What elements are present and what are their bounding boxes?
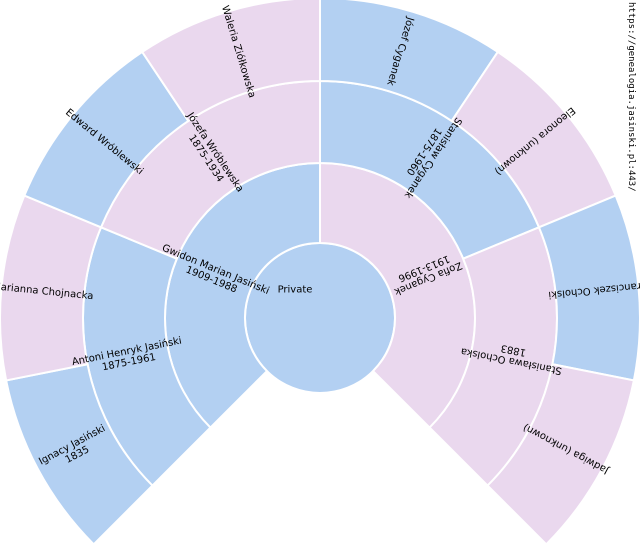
root-person-label: Private xyxy=(278,285,313,296)
great-grandparent-segment[interactable] xyxy=(140,0,321,123)
person-name: Private xyxy=(278,285,313,296)
great-grandparent-segment[interactable] xyxy=(486,363,636,546)
person-dates: 1883 xyxy=(500,342,527,358)
source-url: https://genealogia.jasinski.pl:443/ xyxy=(626,2,636,192)
